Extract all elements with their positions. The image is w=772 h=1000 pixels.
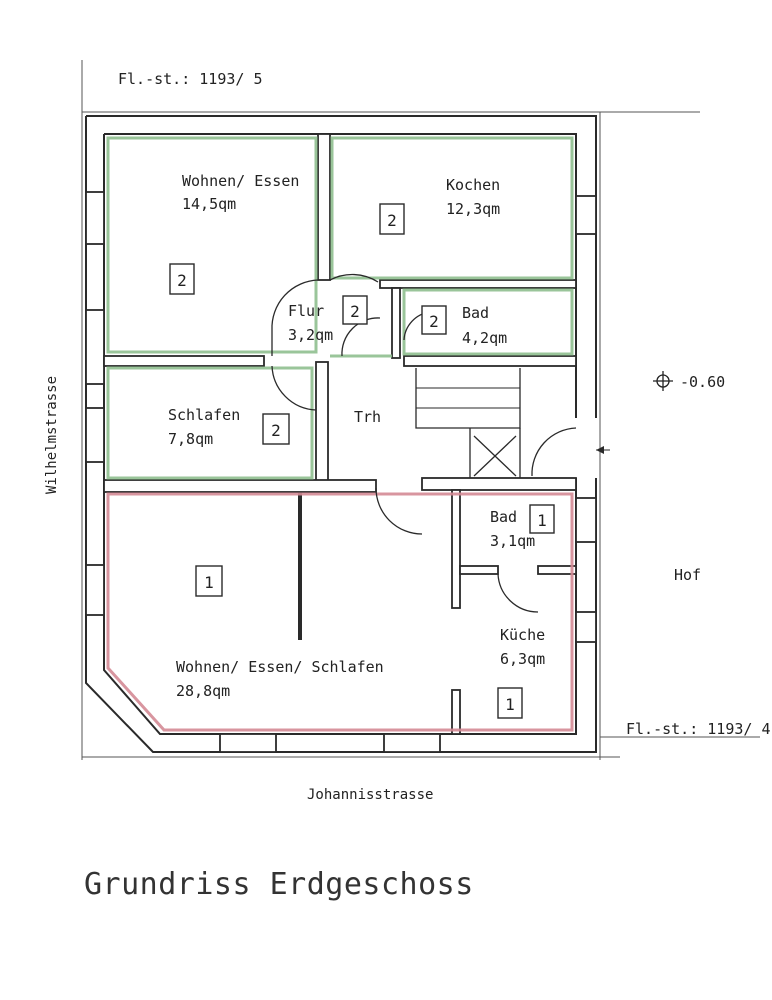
room-area: 6,3qm [500,650,545,668]
room-area: 3,2qm [288,326,333,344]
unit-1-outline [106,492,574,732]
site-labels: Fl.-st.: 1193/ 5 Fl.-st.: 1193/ 4 Johann… [44,70,771,902]
parcel-label-top: Fl.-st.: 1193/ 5 [118,70,263,88]
room-name: Schlafen [168,406,240,424]
room-name: Wohnen/ Essen [182,172,299,190]
unit-number: 2 [429,312,439,331]
parcel-label-right: Fl.-st.: 1193/ 4 [626,720,771,738]
room-area: 28,8qm [176,682,230,700]
room-name: Küche [500,626,545,644]
unit-number: 2 [350,302,360,321]
room-name: Wohnen/ Essen/ Schlafen [176,658,384,676]
level-marker-icon [653,371,673,391]
room-name: Bad [490,508,517,526]
unit-2-outline [106,136,574,480]
room-name: Flur [288,302,324,320]
unit-number: 1 [204,573,214,592]
room-area: 3,1qm [490,532,535,550]
doors [271,273,610,613]
street-label-left: Wilhelmstrasse [44,376,60,494]
level-label: -0.60 [680,373,725,391]
unit-number: 2 [177,271,187,290]
unit-number: 2 [271,421,281,440]
room-area: 12,3qm [446,200,500,218]
plan-title: Grundriss Erdgeschoss [84,867,474,902]
room-area: 7,8qm [168,430,213,448]
room-area: 14,5qm [182,195,236,213]
room-name: Kochen [446,176,500,194]
exterior-walls [85,115,597,753]
unit-number: 1 [537,511,547,530]
property-lines [81,60,760,760]
interior-walls [103,133,577,735]
unit-number: 1 [505,695,515,714]
yard-label: Hof [674,566,701,584]
unit-number: 2 [387,211,397,230]
room-area: 4,2qm [462,329,507,347]
unit-number-boxes: 2 2 2 2 2 1 1 1 [169,203,555,719]
room-name: Trh [354,408,381,426]
street-label-bottom: Johannisstrasse [307,787,433,803]
room-labels: Wohnen/ Essen 14,5qm Kochen 12,3qm Flur … [168,172,545,700]
room-name: Bad [462,304,489,322]
